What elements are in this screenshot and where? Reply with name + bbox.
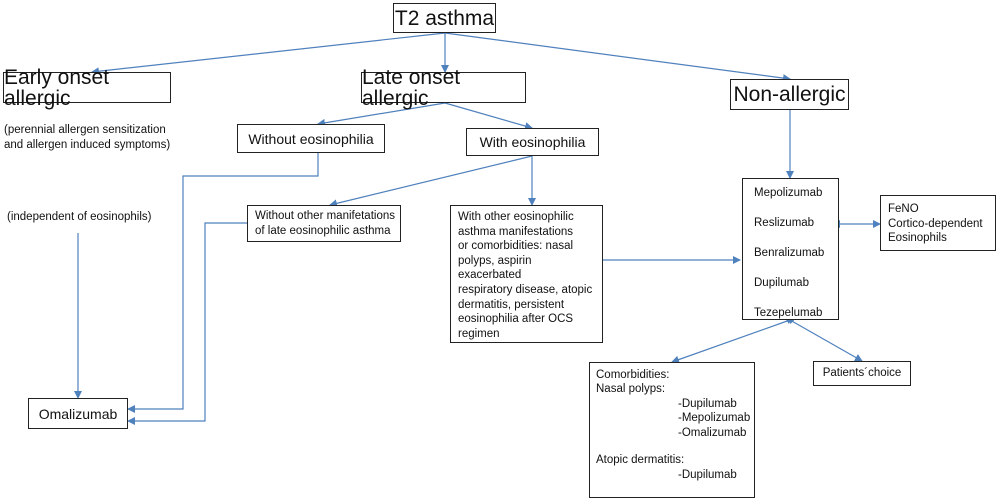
node-with-other-line: asthma manifestations — [458, 225, 574, 238]
node-late-onset-allergic-label: Late onset allergic — [362, 65, 461, 110]
arrow-biologics-comorbidities — [671, 316, 797, 364]
node-non-allergic-label: Non-allergic — [733, 83, 846, 106]
comorbidities-nasal-label: Nasal polyps: — [596, 383, 666, 396]
biologic-item: Dupilumab — [754, 276, 809, 289]
node-with-eosinophilia: With eosinophilia — [466, 128, 599, 156]
node-early-onset-allergic: Early onset allergic — [3, 67, 171, 109]
comorbidities-title: Comorbidities: — [596, 369, 670, 381]
biologic-item: Reslizumab — [754, 216, 815, 229]
node-without-eosinophilia-label: Without eosinophilia — [248, 130, 374, 147]
marker-item: FeNO — [888, 203, 919, 215]
node-with-other-line: regimen — [458, 327, 500, 340]
arrow-biologics-patients-choice — [783, 316, 863, 362]
comorbidities-atopic-drug: -Dupilumab — [678, 468, 737, 481]
node-without-other-line: Without other manifetations — [255, 210, 395, 222]
node-patients-choice: Patients´choice — [813, 361, 911, 386]
note-independent: (independent of eosinophils) — [7, 210, 152, 225]
node-biologics: Mepolizumab Reslizumab Benralizumab Dupi… — [742, 178, 839, 320]
marker-item: Eosinophils — [888, 232, 947, 245]
node-without-eosinophilia: Without eosinophilia — [237, 124, 385, 153]
marker-item: Cortico-dependent — [888, 217, 983, 230]
node-t2-asthma: T2 asthma — [393, 3, 496, 33]
arrow-t2-to-nonallergic — [444, 32, 791, 83]
comorbidities-nasal-drug: -Dupilumab — [678, 397, 737, 410]
arrow-without-other-to-omalizumab — [127, 222, 247, 425]
node-omalizumab: Omalizumab — [28, 398, 128, 429]
node-markers: FeNO Cortico-dependent Eosinophils — [880, 195, 996, 251]
note-perennial-line: and allergen induced symptoms) — [4, 138, 171, 151]
note-independent-text: (independent of eosinophils) — [7, 211, 152, 223]
arrow-with-eos-to-without-other — [329, 155, 533, 208]
node-non-allergic: Non-allergic — [730, 79, 849, 110]
node-without-other-line: of late eosinophilic asthma — [255, 224, 391, 237]
node-early-onset-allergic-label: Early onset allergic — [4, 65, 110, 110]
node-with-other-line: dermatitis, persistent — [458, 298, 565, 311]
node-omalizumab-label: Omalizumab — [38, 405, 118, 422]
node-with-eosinophilia-label: With eosinophilia — [479, 134, 586, 150]
comorbidities-nasal-drug: -Mepolizumab — [678, 412, 751, 425]
biologic-item: Tezepelumab — [754, 306, 823, 319]
arrow-t2-to-early — [91, 32, 446, 76]
node-with-other-line: exacerbated — [458, 269, 522, 282]
node-with-other-line: With other eosinophilic — [458, 211, 574, 223]
node-with-other-manifestations: With other eosinophilic asthma manifesta… — [450, 205, 603, 343]
arrow-without-eos-to-omalizumab — [127, 153, 319, 413]
node-patients-choice-label: Patients´choice — [822, 367, 902, 380]
note-perennial-line: (perennial allergen sensitization — [4, 124, 166, 136]
comorbidities-nasal-drug: -Omalizumab — [678, 426, 747, 439]
node-late-onset-allergic: Late onset allergic — [361, 67, 526, 109]
node-with-other-line: or comorbidities: nasal — [458, 240, 574, 253]
node-t2-asthma-label: T2 asthma — [394, 6, 495, 30]
biologic-item: Mepolizumab — [754, 187, 823, 199]
comorbidities-spacer — [596, 440, 754, 453]
node-without-other-manifestations: Without other manifetations of late eosi… — [247, 205, 401, 242]
comorbidities-atopic-label: Atopic dermatitis: — [596, 454, 685, 467]
note-perennial: (perennial allergen sensitization and al… — [4, 123, 170, 153]
node-comorbidities: Comorbidities: Nasal polyps: -Dupilumab … — [589, 362, 755, 498]
node-with-other-line: respiratory disease, atopic — [458, 283, 593, 296]
node-with-other-line: polyps, aspirin — [458, 254, 532, 267]
node-with-other-line: eosinophilia after OCS — [458, 313, 574, 326]
arrow-late-to-without-eos — [317, 102, 446, 127]
biologic-item: Benralizumab — [754, 246, 825, 259]
arrow-late-to-with-eos — [444, 102, 533, 130]
